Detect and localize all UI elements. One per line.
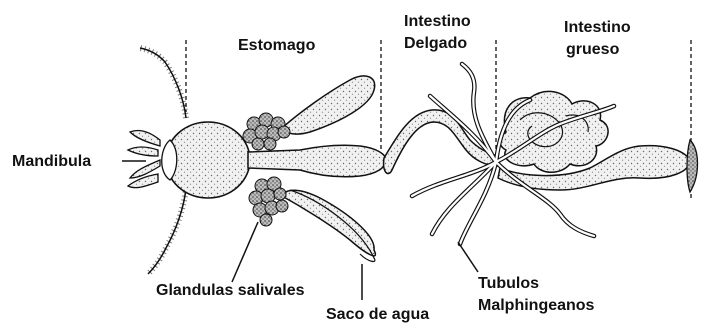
leader-tubulos	[458, 242, 478, 272]
label-intestino-delgado-2: Delgado	[404, 34, 467, 53]
large-intestine-coil	[500, 91, 608, 172]
antenna-upper	[140, 48, 186, 118]
label-mandibula: Mandibula	[12, 152, 91, 171]
label-tubulos-2: Malphingeanos	[478, 296, 594, 315]
rectum-cap	[687, 140, 698, 192]
leader-glandulas	[232, 222, 258, 282]
label-saco-de-agua: Saco de agua	[326, 305, 429, 324]
head-capsule	[166, 122, 250, 198]
label-estomago: Estomago	[238, 36, 315, 55]
antenna-lower	[148, 188, 186, 274]
water-sac-upper	[282, 76, 375, 134]
label-intestino-grueso-1: Intestino	[564, 18, 631, 37]
salivary-gland-upper	[243, 113, 290, 150]
water-sac-lower	[282, 190, 375, 256]
mouth-parts	[162, 140, 177, 180]
mandible-palps	[128, 130, 160, 187]
label-glandulas-salivales: Glandulas salivales	[156, 281, 305, 300]
label-intestino-delgado-1: Intestino	[404, 12, 471, 31]
salivary-gland-lower	[249, 177, 288, 226]
label-intestino-grueso-2: grueso	[566, 40, 619, 59]
label-tubulos-1: Tubulos	[478, 274, 539, 293]
